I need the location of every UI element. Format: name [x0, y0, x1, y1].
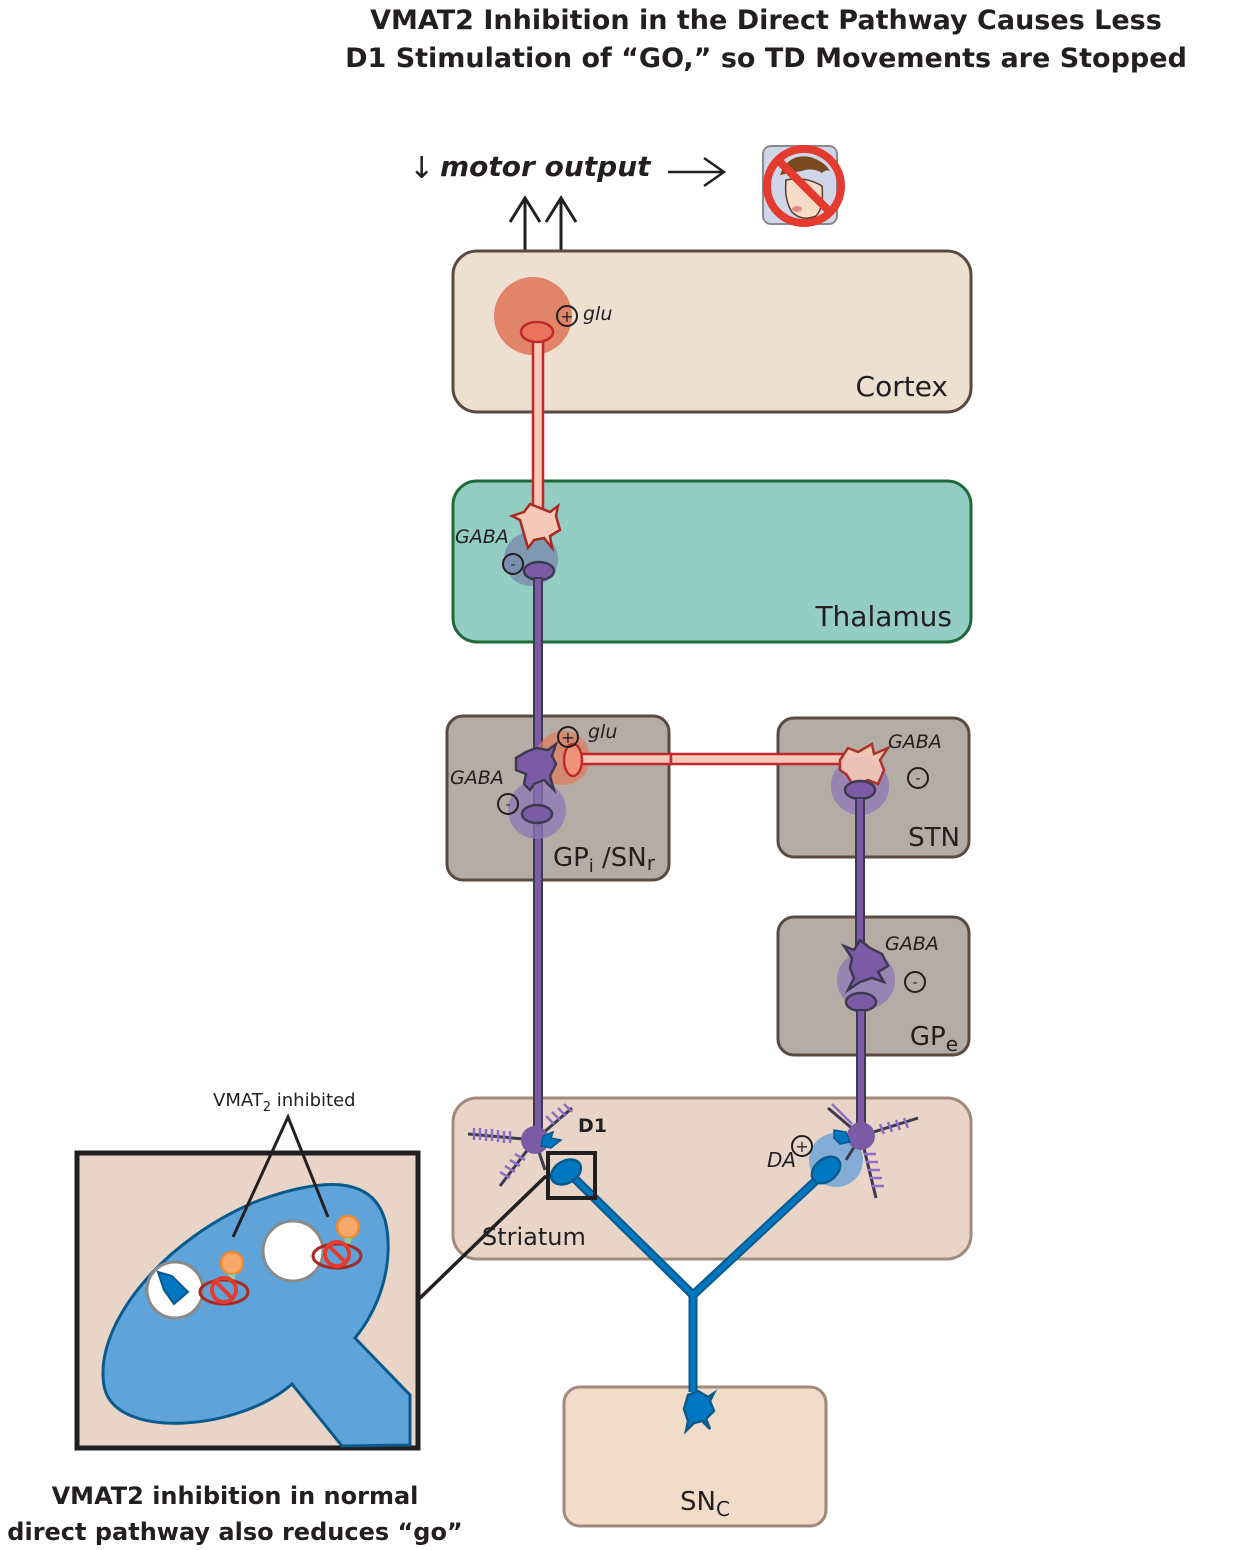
plus-sign-icon: +	[557, 726, 579, 748]
gpe-synapse: GABA -	[837, 933, 939, 1139]
gpi-snr-label: GPi /SNr	[553, 843, 656, 877]
minus-sign-icon: -	[497, 793, 519, 815]
striatum-d1-neuron: D1	[467, 1103, 607, 1187]
down-arrow-icon: ↓	[409, 151, 434, 186]
svg-text:+: +	[561, 728, 574, 747]
diagram-title: VMAT2 Inhibition in the Direct Pathway C…	[290, 2, 1242, 78]
motor-output-row: ↓ motor output	[409, 145, 845, 280]
zoom-connector-line	[416, 1174, 548, 1302]
svg-text:-: -	[510, 557, 515, 573]
caption-line-2: direct pathway also reduces “go”	[7, 1518, 463, 1546]
snc-label: SNC	[680, 1487, 730, 1521]
inset-caption: VMAT2 inhibition in normal direct pathwa…	[0, 1478, 470, 1550]
da-label: DA	[767, 1148, 796, 1172]
gaba-label: GABA	[888, 731, 942, 753]
svg-text:+: +	[560, 307, 573, 326]
gaba-label: GABA	[450, 767, 504, 789]
stn-gpi-axon	[669, 752, 845, 766]
glu-label: glu	[583, 303, 612, 325]
caption-line-1: VMAT2 inhibition in normal	[51, 1482, 419, 1510]
minus-sign-icon: -	[502, 553, 524, 575]
thalamus-synapse: GABA -	[455, 502, 562, 586]
stn-synapse: GABA -	[831, 731, 942, 949]
vmat2-annotation: VMAT2 inhibited	[213, 1090, 356, 1238]
svg-text:-: -	[505, 797, 510, 813]
svg-text:+: +	[795, 1137, 808, 1156]
vesicle-empty	[261, 1219, 325, 1283]
vmat2-transporter-blocked-2	[311, 1214, 363, 1270]
svg-text:-: -	[915, 771, 920, 787]
minus-sign-icon: -	[904, 971, 926, 993]
motor-output-label: motor output	[440, 150, 652, 183]
striatum-label: Striatum	[482, 1223, 586, 1251]
cortex-region: Cortex	[451, 249, 973, 414]
direct-pathway-axon	[533, 577, 543, 1139]
gpe-label: GPe	[910, 1022, 958, 1056]
vesicle-with-dopamine	[145, 1260, 205, 1320]
title-line-2: D1 Stimulation of “GO,” so TD Movements …	[345, 43, 1187, 74]
vmat2-inset: VMAT2 inhibited	[74, 1090, 421, 1451]
d1-receptor-icon	[540, 1130, 563, 1149]
dopamine-neuron	[549, 1155, 842, 1435]
no-tardive-dyskinesia-face-icon	[762, 145, 845, 227]
zoom-region-box	[546, 1151, 597, 1200]
gaba-label: GABA	[885, 933, 939, 955]
cortex-label: Cortex	[856, 370, 948, 403]
thalamus-region: Thalamus	[451, 479, 973, 644]
striatum-region: Striatum	[451, 1096, 973, 1261]
vmat2-inhibited-label: VMAT2 inhibited	[213, 1090, 356, 1115]
svg-text:-: -	[912, 975, 917, 991]
cortex-neuron: + glu	[494, 277, 612, 522]
minus-sign-icon: -	[907, 767, 929, 789]
d2-receptor-icon	[833, 1129, 852, 1145]
gaba-label: GABA	[455, 526, 509, 548]
right-arrow-icon	[668, 156, 727, 188]
stn-label: STN	[908, 823, 960, 853]
prohibited-icon	[323, 1240, 351, 1268]
plus-sign-icon: +	[556, 305, 578, 327]
d1-label: D1	[578, 1115, 607, 1137]
prohibited-icon	[210, 1276, 238, 1304]
vmat2-transporter-blocked-1	[198, 1250, 250, 1306]
thalamus-label: Thalamus	[814, 600, 952, 633]
glu-label: glu	[588, 721, 617, 743]
gpi-snr-synapses: + glu GABA -	[450, 721, 673, 839]
title-line-1: VMAT2 Inhibition in the Direct Pathway C…	[370, 5, 1162, 36]
plus-sign-icon: +	[791, 1135, 813, 1157]
